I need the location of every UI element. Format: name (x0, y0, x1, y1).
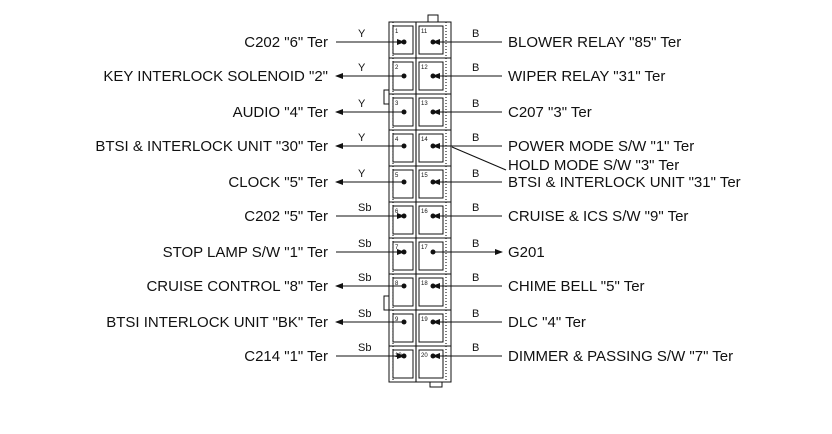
left-terminal-label: AUDIO "4" Ter (233, 104, 328, 121)
wire-color: Sb (358, 238, 371, 250)
left-terminal-label: C202 "6" Ter (244, 34, 328, 51)
left-terminal-label: STOP LAMP S/W "1" Ter (163, 244, 328, 261)
left-terminal-label: BTSI INTERLOCK UNIT "BK" Ter (106, 314, 328, 331)
pin-number: 14 (421, 137, 428, 143)
wire-color: Y (358, 168, 366, 180)
wire-color: B (472, 202, 479, 214)
pin-number: 1 (395, 29, 399, 35)
pin-number: 9 (395, 317, 399, 323)
pin-number: 12 (421, 65, 428, 71)
right-terminal-label: BTSI & INTERLOCK UNIT "31" Ter (508, 174, 741, 191)
right-terminal-label: CHIME BELL "5" Ter (508, 278, 645, 295)
pin-number: 5 (395, 173, 399, 179)
wire-color: B (472, 272, 479, 284)
right-terminal-label: CRUISE & ICS S/W "9" Ter (508, 208, 688, 225)
pin-cell (418, 241, 444, 271)
wire-color: B (472, 62, 479, 74)
right-terminal-label: G201 (508, 244, 545, 261)
right-terminal-label: BLOWER RELAY "85" Ter (508, 34, 681, 51)
left-terminal-label: KEY INTERLOCK SOLENOID "2" (103, 68, 328, 85)
pin-number: 6 (395, 209, 399, 215)
wire-color: Y (358, 132, 366, 144)
pin-number: 16 (421, 209, 428, 215)
pin-number: 7 (395, 245, 399, 251)
pin-number: 20 (421, 353, 428, 359)
left-terminal-label: CLOCK "5" Ter (228, 174, 328, 191)
wire-color: B (472, 308, 479, 320)
pin-cell (418, 277, 444, 307)
pin-number: 2 (395, 65, 399, 71)
wire-color: Sb (358, 342, 371, 354)
pin-number: 15 (421, 173, 428, 179)
pin-cell (418, 169, 444, 199)
pin-cell (418, 349, 444, 379)
pin-number: 17 (421, 245, 428, 251)
pin-number: 19 (421, 317, 428, 323)
pin-number: 4 (395, 137, 399, 143)
wire-color: Y (358, 62, 366, 74)
right-terminal-label: C207 "3" Ter (508, 104, 592, 121)
right-terminal-label: DLC "4" Ter (508, 314, 586, 331)
pin-cell (392, 313, 414, 343)
wire-color: B (472, 238, 479, 250)
wire-color: Y (358, 28, 366, 40)
wire-color: B (472, 132, 479, 144)
wire-color: Sb (358, 202, 371, 214)
wire-color: B (472, 342, 479, 354)
wire-color: B (472, 28, 479, 40)
pin-cell (392, 277, 414, 307)
wire-color: Sb (358, 272, 371, 284)
pin-number: 11 (421, 29, 428, 35)
pin-number: 18 (421, 281, 428, 287)
wire-color: B (472, 98, 479, 110)
left-terminal-label: C214 "1" Ter (244, 348, 328, 365)
left-terminal-label: BTSI & INTERLOCK UNIT "30" Ter (95, 138, 328, 155)
right-terminal-label: DIMMER & PASSING S/W "7" Ter (508, 348, 733, 365)
left-terminal-label: C202 "5" Ter (244, 208, 328, 225)
right-terminal-label: WIPER RELAY "31" Ter (508, 68, 665, 85)
pin-cell (418, 205, 444, 235)
hold-mode-connection: HOLD MODE S/W "3" Ter (451, 146, 679, 174)
pin-number: 8 (395, 281, 399, 287)
pin-cell (418, 313, 444, 343)
hold-mode-label: HOLD MODE S/W "3" Ter (508, 157, 679, 174)
wire-color: Y (358, 98, 366, 110)
wire-color: Sb (358, 308, 371, 320)
wire-color: B (472, 168, 479, 180)
left-terminal-label: CRUISE CONTROL "8" Ter (146, 278, 328, 295)
pin-number: 13 (421, 101, 428, 107)
right-terminal-label: POWER MODE S/W "1" Ter (508, 138, 694, 155)
pin-number: 3 (395, 101, 399, 107)
